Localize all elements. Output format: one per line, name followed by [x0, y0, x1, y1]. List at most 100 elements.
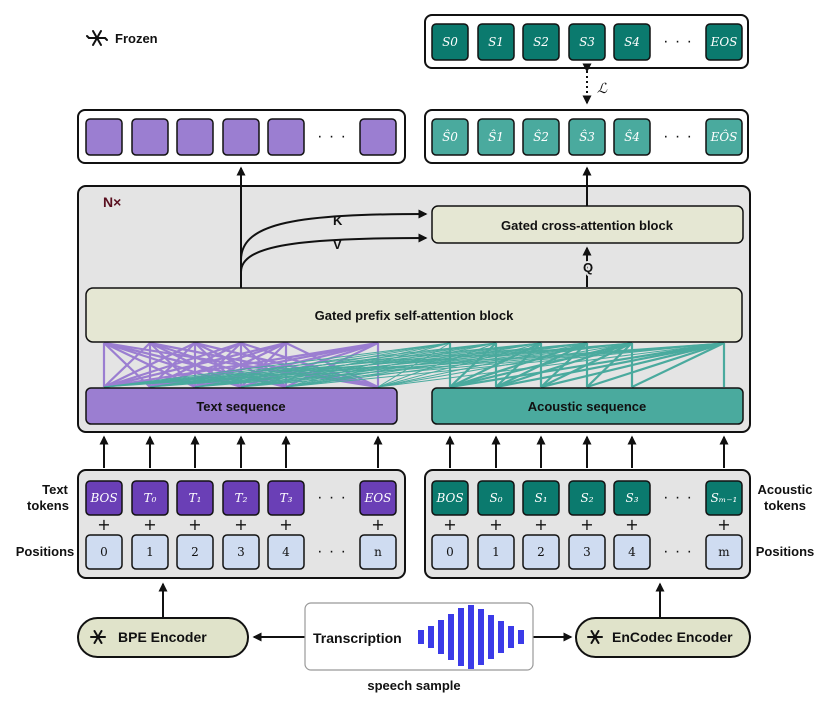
- acoustic-token: Sₘ₋₁: [705, 480, 743, 516]
- acoustic-position: m: [705, 534, 743, 570]
- encodec-encoder: [575, 617, 751, 658]
- acoustic-tokens-label-line2: tokens: [764, 498, 806, 513]
- text-position-label: 1: [146, 545, 154, 559]
- text-position: 4: [267, 534, 305, 570]
- v-arrow: [240, 233, 428, 273]
- repeat-label: N×: [103, 194, 121, 210]
- plus-icon: +: [234, 515, 247, 534]
- plus-icon: +: [97, 515, 110, 534]
- loss-label: ℒ: [597, 81, 608, 97]
- acoustic-attention-line: [449, 341, 633, 389]
- target-token-label: S4: [624, 35, 640, 49]
- plus-icon: +: [188, 515, 201, 534]
- acoustic-sequence-label: Acoustic sequence: [528, 399, 647, 414]
- speech-sample-label: speech sample: [367, 678, 460, 693]
- target-token: S2: [522, 23, 560, 61]
- acoustic-position-label: 4: [628, 545, 636, 559]
- acoustic-token-label: BOS: [435, 491, 463, 505]
- waveform-bar: [518, 630, 524, 644]
- text-token-label: EOS: [364, 491, 392, 505]
- text-position: 3: [222, 534, 260, 570]
- text-position: 0: [85, 534, 123, 570]
- cross-modal-attention-line: [377, 342, 725, 388]
- acoustic-position-label: 3: [583, 545, 591, 559]
- text-token-label: T₂: [235, 491, 248, 505]
- text-position-label: n: [374, 545, 382, 559]
- text-token-label: T₁: [189, 491, 202, 505]
- cross-modal-attention-line: [103, 342, 542, 388]
- cross-modal-attention-line: [149, 342, 633, 388]
- acoustic-position: 0: [431, 534, 469, 570]
- text-token-label: T₀: [144, 491, 157, 505]
- cross-modal-attention-line: [103, 342, 588, 388]
- transcription-label: Transcription: [313, 630, 402, 646]
- v-label: V: [333, 237, 342, 252]
- predicted-token: Ŝ0: [431, 118, 469, 156]
- text-output-token: [267, 118, 305, 156]
- acoustic-attention-line: [540, 341, 725, 389]
- frozen-legend: Frozen: [86, 30, 158, 46]
- text-token-label: BOS: [89, 491, 117, 505]
- acoustic-position-label: 0: [446, 545, 454, 559]
- k-label: K: [333, 213, 343, 228]
- text-token-label: T₃: [280, 491, 293, 505]
- bpe-encoder-label: BPE Encoder: [118, 629, 207, 645]
- acoustic-token: S₁: [522, 480, 560, 516]
- acoustic-position-label: 2: [537, 545, 545, 559]
- acoustic-positions-label: Positions: [756, 544, 815, 559]
- snowflake-icon: [587, 630, 603, 644]
- acoustic-attention-line: [495, 341, 725, 389]
- text-output-token: [85, 118, 123, 156]
- acoustic-token: BOS: [431, 480, 469, 516]
- predicted-token-label: Ŝ3: [579, 128, 595, 144]
- waveform-icon: [418, 605, 524, 669]
- text-token: T₀: [131, 480, 169, 516]
- text-position: 1: [131, 534, 169, 570]
- acoustic-token: S₂: [568, 480, 606, 516]
- text-position-label: 4: [282, 545, 290, 559]
- attention-connections: [102, 341, 726, 389]
- predicted-token-label: Ŝ1: [488, 128, 504, 144]
- predicted-token: Ŝ2: [522, 118, 560, 156]
- cross-modal-attention-line: [149, 342, 725, 388]
- plus-icon: +: [625, 515, 638, 534]
- text-output-token: [176, 118, 214, 156]
- waveform-bar: [428, 626, 434, 648]
- waveform-bar: [418, 630, 424, 644]
- plus-icon: +: [143, 515, 156, 534]
- ellipsis: · · ·: [663, 33, 693, 50]
- predicted-token: Ŝ3: [568, 118, 606, 156]
- encodec-encoder-label: EnCodec Encoder: [612, 629, 733, 645]
- cross-attention-block: [431, 205, 744, 244]
- ellipsis: · · ·: [663, 543, 693, 560]
- waveform-bar: [478, 609, 484, 665]
- text-position: 2: [176, 534, 214, 570]
- text-position-label: 2: [191, 545, 199, 559]
- plus-icon: +: [534, 515, 547, 534]
- text-positions-label: Positions: [16, 544, 75, 559]
- text-attention-line: [103, 342, 151, 388]
- acoustic-position: 2: [522, 534, 560, 570]
- text-token: EOS: [359, 480, 397, 516]
- acoustic-position: 1: [477, 534, 515, 570]
- text-sequence-label: Text sequence: [196, 399, 285, 414]
- cross-modal-attention-line: [194, 342, 725, 388]
- acoustic-token-label: Sₘ₋₁: [711, 491, 738, 505]
- target-token: S1: [477, 23, 515, 61]
- plus-icon: +: [371, 515, 384, 534]
- self-attention-label: Gated prefix self-attention block: [315, 308, 514, 323]
- cross-modal-attention-line: [240, 342, 725, 388]
- target-token-label: S3: [579, 35, 595, 49]
- text-position-label: 0: [100, 545, 108, 559]
- predicted-token: Ŝ4: [613, 118, 651, 156]
- target-token-label: S0: [442, 35, 458, 49]
- ellipsis: · · ·: [663, 128, 693, 145]
- text-output-token: [222, 118, 260, 156]
- cross-modal-attention-line: [285, 342, 725, 388]
- text-sequence-block: [85, 387, 398, 425]
- ellipsis: · · ·: [317, 543, 347, 560]
- plus-icon: +: [489, 515, 502, 534]
- acoustic-attention-line: [495, 341, 633, 389]
